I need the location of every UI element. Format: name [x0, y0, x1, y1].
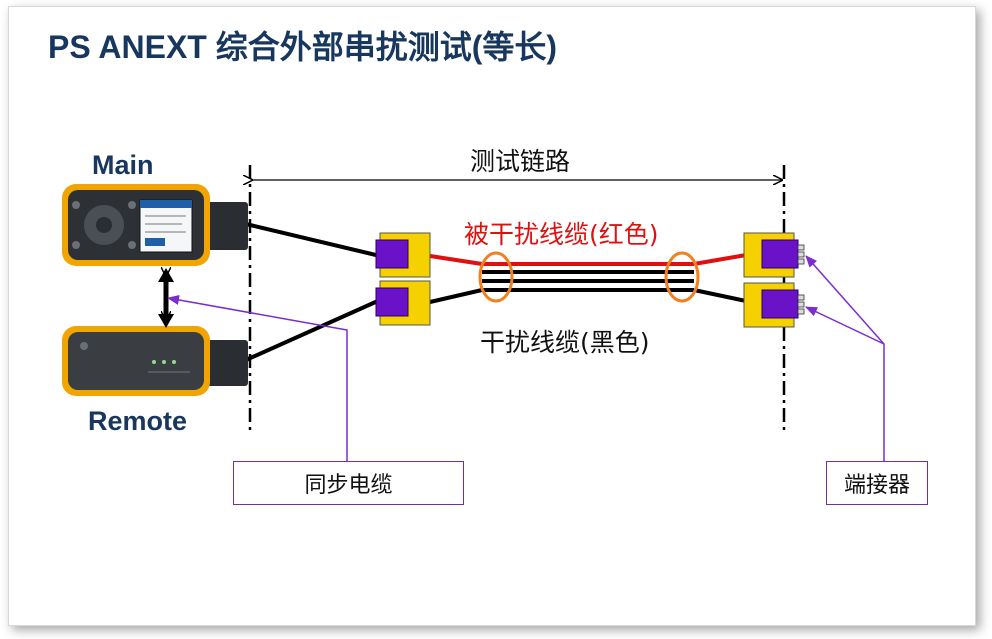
remote-tester [62, 326, 248, 396]
aggressor-cable-label: 干扰线缆(黑色) [480, 328, 650, 357]
connector-callout-leader-bottom [805, 306, 885, 345]
remote-patch-cord [245, 298, 381, 362]
sync-cable-callout-text: 同步电缆 [304, 473, 393, 498]
main-label: Main [92, 150, 154, 180]
patch-connector-bottom [375, 280, 431, 326]
main-patch-cord [245, 222, 381, 258]
cable-clamp-right [664, 251, 700, 303]
sync-cable-callout: 同步电缆 [233, 461, 464, 505]
cable-clamp-left [478, 251, 514, 303]
connector-callout: 端接器 [826, 461, 928, 505]
main-tester [62, 184, 248, 266]
terminator-bottom [743, 282, 805, 328]
terminator-top [743, 232, 805, 278]
connector-callout-leader-top [805, 255, 885, 461]
connector-callout-text: 端接器 [843, 473, 910, 498]
cable-bundle [429, 251, 747, 304]
remote-label: Remote [88, 406, 188, 436]
sync-callout-leader [167, 295, 348, 461]
patch-connector-top [375, 232, 431, 278]
page-title: PS ANEXT 综合外部串扰测试(等长) [48, 29, 558, 65]
test-link-label: 测试链路 [470, 147, 571, 176]
victim-cable-label: 被干扰线缆(红色) [464, 220, 659, 249]
